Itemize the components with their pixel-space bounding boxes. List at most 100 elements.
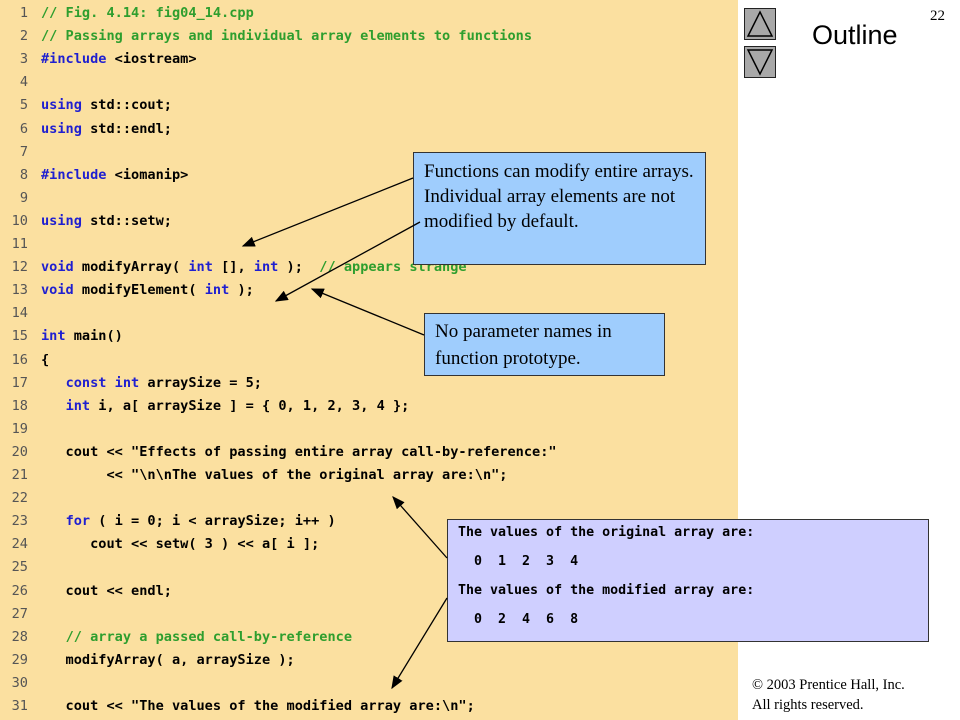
- code-line: 22: [0, 487, 41, 510]
- line-number: 13: [11, 282, 28, 299]
- line-number: 10: [11, 212, 28, 229]
- line-number: 30: [11, 674, 28, 691]
- line-number: 17: [11, 374, 28, 391]
- code-line: 4: [0, 71, 41, 94]
- line-number: 22: [11, 490, 28, 507]
- triangle-down-icon: [746, 49, 774, 76]
- code-text: #include <iomanip>: [41, 166, 189, 183]
- line-number: 15: [11, 328, 28, 345]
- code-line: 6 using std::endl;: [0, 118, 172, 141]
- program-output-box: The values of the original array are: 0 …: [447, 519, 929, 642]
- code-line: 11: [0, 233, 41, 256]
- code-line: 20 cout << "Effects of passing entire ar…: [0, 441, 557, 464]
- line-number: 4: [19, 74, 28, 91]
- line-number: 28: [11, 628, 28, 645]
- arrow: [392, 496, 448, 559]
- code-line: 31 cout << "The values of the modified a…: [0, 695, 475, 718]
- line-number: 5: [19, 97, 28, 114]
- line-number: 3: [19, 51, 28, 68]
- arrow: [391, 597, 448, 690]
- code-line: 16 {: [0, 349, 50, 372]
- line-number: 16: [11, 351, 28, 368]
- code-line: 24 cout << setw( 3 ) << a[ i ];: [0, 533, 320, 556]
- code-line: 27: [0, 603, 41, 626]
- output-line: The values of the original array are:: [458, 525, 755, 540]
- code-line: 23 for ( i = 0; i < arraySize; i++ ): [0, 510, 336, 533]
- output-line: The values of the modified array are:: [458, 583, 755, 598]
- code-line: 7: [0, 141, 41, 164]
- code-line: 13 void modifyElement( int );: [0, 279, 254, 302]
- slide-number: 22: [930, 8, 945, 24]
- callout-no-parameter-names: No parameter names in function prototype…: [424, 313, 665, 376]
- code-text: void modifyElement( int );: [41, 282, 254, 299]
- code-line: 21 << "\n\nThe values of the original ar…: [0, 464, 508, 487]
- line-number: 2: [19, 28, 28, 45]
- line-number: 23: [11, 513, 28, 530]
- triangle-up-icon: [746, 10, 774, 37]
- code-text: // array a passed call-by-reference: [65, 628, 353, 645]
- code-line: 3 #include <iostream>: [0, 48, 197, 71]
- previous-slide-button[interactable]: [744, 8, 776, 40]
- code-text: #include <iostream>: [41, 51, 197, 68]
- code-line: 9: [0, 187, 41, 210]
- code-line: 19: [0, 418, 41, 441]
- code-text: using std::setw;: [41, 212, 172, 229]
- line-number: 19: [11, 420, 28, 437]
- line-number: 9: [19, 189, 28, 206]
- code-line: 18 int i, a[ arraySize ] = { 0, 1, 2, 3,…: [0, 395, 410, 418]
- line-number: 7: [19, 143, 28, 160]
- line-number: 21: [11, 467, 28, 483]
- next-slide-button[interactable]: [744, 46, 776, 78]
- code-text: using std::endl;: [41, 120, 172, 137]
- line-number: 12: [11, 259, 28, 276]
- line-number: 8: [19, 166, 28, 183]
- copyright-line: © 2003 Prentice Hall, Inc.: [752, 677, 905, 693]
- output-line: 0 1 2 3 4: [458, 554, 579, 569]
- line-number: 20: [11, 443, 28, 460]
- code-line: 8 #include <iomanip>: [0, 164, 189, 187]
- code-line: 10 using std::setw;: [0, 210, 172, 233]
- code-line: 5 using std::cout;: [0, 94, 172, 117]
- line-number: 18: [11, 397, 28, 414]
- copyright-notice: © 2003 Prentice Hall, Inc. All rights re…: [752, 675, 905, 715]
- line-number: 27: [11, 605, 28, 622]
- code-text: cout << setw( 3 ) << a[ i ];: [41, 536, 320, 553]
- copyright-line: All rights reserved.: [752, 697, 864, 713]
- code-line: 17 const int arraySize = 5;: [0, 372, 262, 395]
- arrow: [241, 177, 414, 247]
- line-number: 6: [19, 120, 28, 137]
- code-line: 14: [0, 302, 41, 325]
- callout-functions-modify: Functions can modify entire arrays. Indi…: [413, 152, 706, 265]
- code-text: int i, a[ arraySize ] = { 0, 1, 2, 3, 4 …: [65, 397, 410, 414]
- code-text: // Passing arrays and individual array e…: [41, 28, 533, 45]
- code-text: cout << endl;: [41, 582, 172, 599]
- line-number: 24: [11, 536, 28, 553]
- code-line: 29 modifyArray( a, arraySize );: [0, 649, 295, 672]
- line-number: 29: [11, 651, 28, 668]
- code-line: 26 cout << endl;: [0, 580, 172, 603]
- code-text: cout << "Effects of passing entire array…: [41, 443, 557, 460]
- code-text: cout << "The values of the modified arra…: [41, 698, 475, 714]
- code-line: 1 // Fig. 4.14: fig04_14.cpp: [0, 2, 254, 25]
- arrow: [274, 221, 421, 302]
- code-text: << "\n\nThe values of the original array…: [41, 467, 508, 483]
- code-text: // Fig. 4.14: fig04_14.cpp: [41, 5, 254, 21]
- code-line: 28 // array a passed call-by-reference: [0, 626, 352, 649]
- outline-label[interactable]: Outline: [812, 20, 898, 50]
- arrow: [310, 288, 425, 336]
- code-text: using std::cout;: [41, 97, 172, 114]
- line-number: 14: [11, 305, 28, 322]
- code-line: 30: [0, 672, 41, 695]
- code-text: const int arraySize = 5;: [65, 374, 262, 391]
- output-line: 0 2 4 6 8: [458, 612, 579, 627]
- code-text: modifyArray( a, arraySize );: [41, 651, 295, 668]
- line-number: 1: [19, 5, 28, 21]
- code-line: 2 // Passing arrays and individual array …: [0, 25, 532, 48]
- code-text: for ( i = 0; i < arraySize; i++ ): [65, 513, 336, 530]
- line-number: 11: [11, 236, 28, 252]
- code-text: {: [41, 351, 50, 368]
- line-number: 31: [11, 698, 28, 714]
- line-number: 25: [11, 559, 28, 576]
